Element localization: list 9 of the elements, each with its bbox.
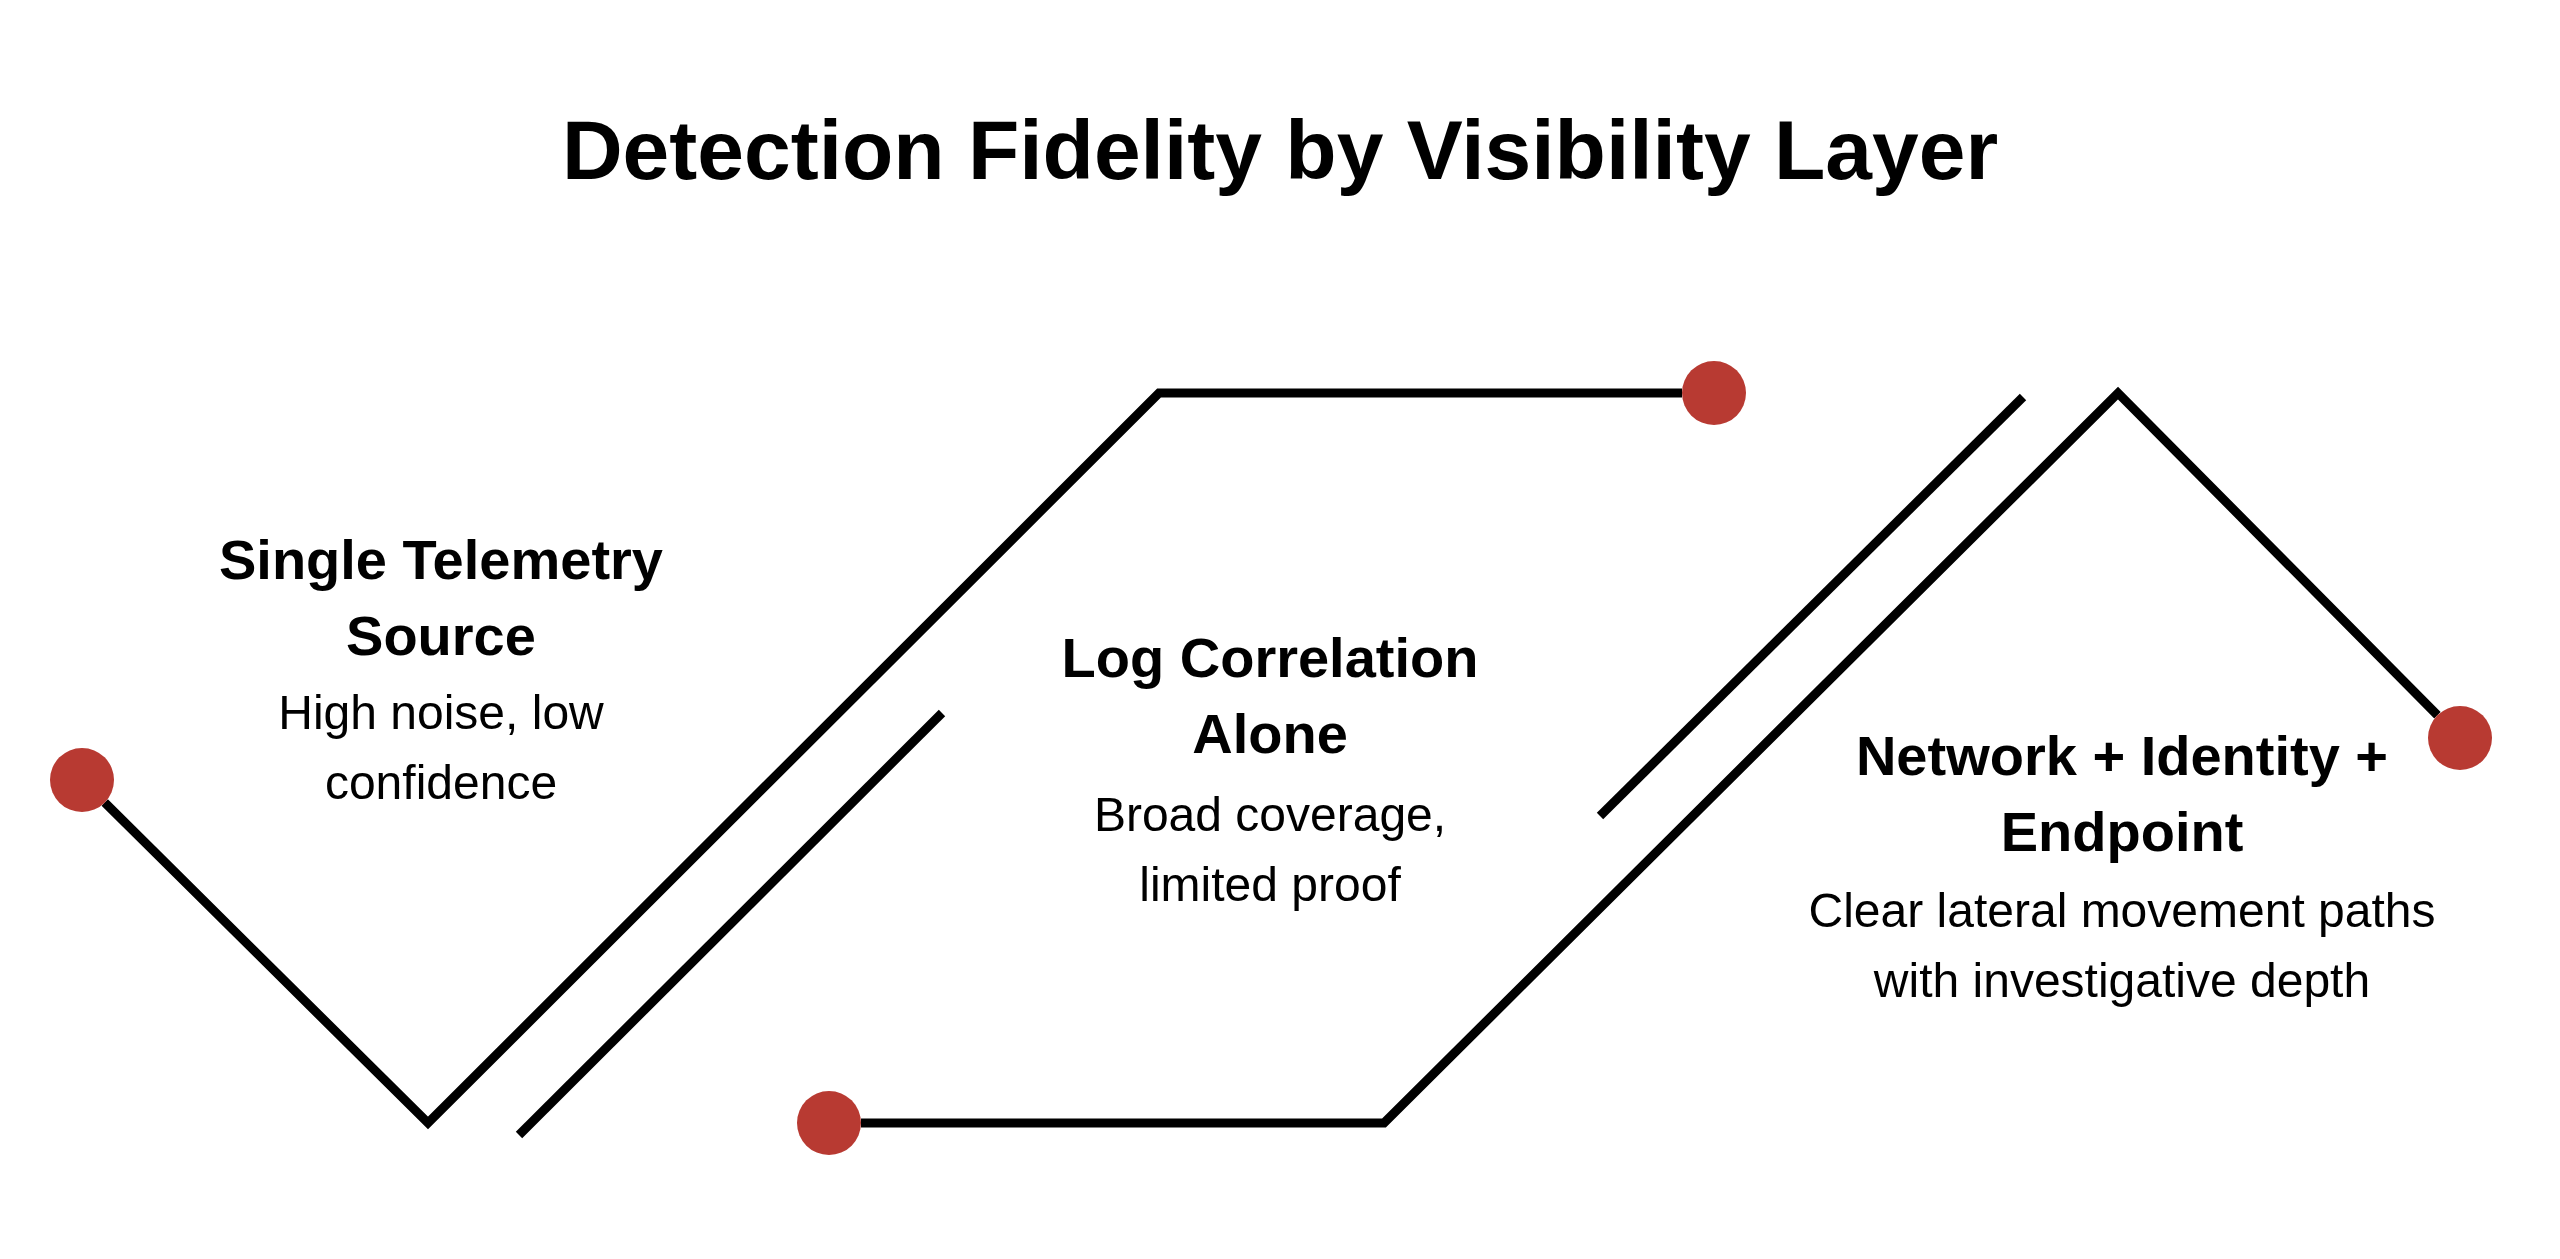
zigzag-line <box>861 386 2441 1128</box>
layer-description: Clear lateral movement paths with investigative depth <box>1807 883 2437 1009</box>
layer-heading: Network + Identity + Endpoint <box>1854 723 2390 865</box>
layer-heading: Single Telemetry Source <box>218 527 664 669</box>
layer-description: Broad coverage, limited proof <box>1092 787 1448 913</box>
layer-heading: Log Correlation Alone <box>1060 625 1480 767</box>
layer-description: High noise, low confidence <box>277 685 605 811</box>
zigzag-line <box>101 388 1682 1130</box>
title: Detection Fidelity by Visibility Layer <box>561 102 1999 199</box>
